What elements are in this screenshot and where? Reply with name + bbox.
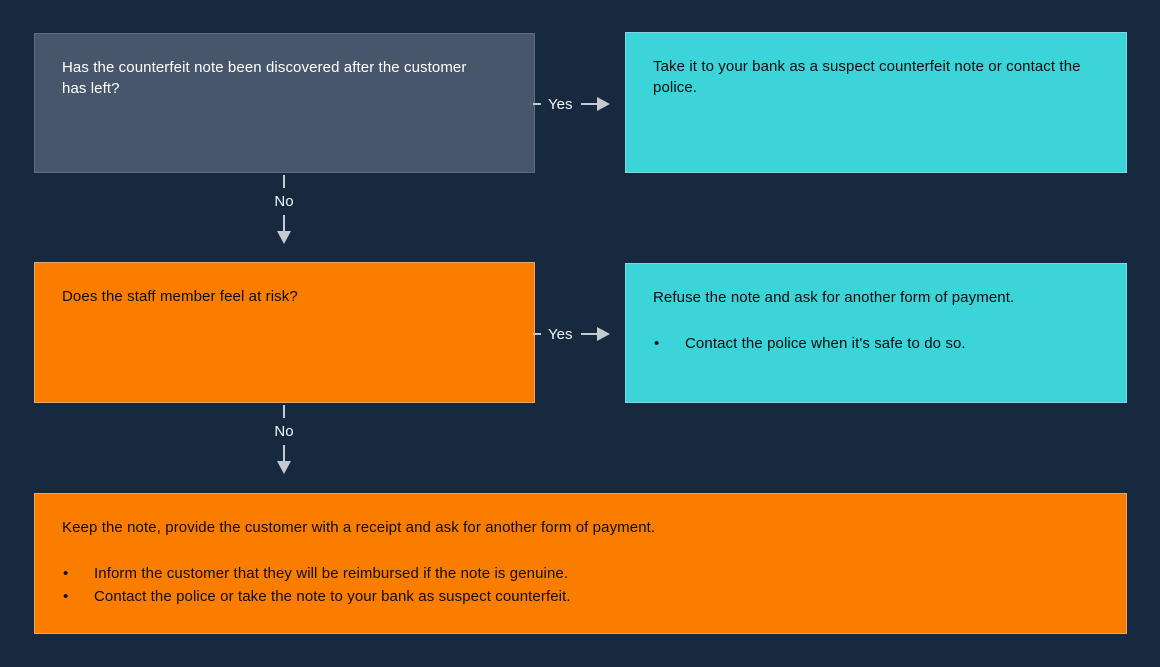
bullet-item: Inform the customer that they will be re… [62,562,1086,585]
bullet-item: Contact the police when it's safe to do … [653,332,1086,355]
connector-shaft [283,215,285,231]
connector-shaft [581,103,598,105]
connector-no-middle: No [260,405,308,474]
question-text: Does the staff member feel at risk? [62,288,298,305]
connector-label-no: No [274,423,294,440]
outcome-text: Take it to your bank as a suspect counte… [653,58,1081,96]
connector-label-yes: Yes [548,95,573,113]
connector-yes-top: Yes [533,95,611,113]
connector-label-yes: Yes [548,325,573,343]
outcome-bullet-list: Inform the customer that they will be re… [62,562,1086,608]
connector-tick [283,405,285,418]
arrow-down-icon [277,231,291,244]
question-text: Has the counterfeit note been discovered… [62,59,467,97]
connector-shaft [581,333,598,335]
connector-tick [283,175,285,188]
outcome-box-keep-note: Keep the note, provide the customer with… [34,493,1127,634]
question-box-counterfeit-discovered: Has the counterfeit note been discovered… [34,33,535,173]
arrow-down-icon [277,461,291,474]
connector-shaft [283,445,285,461]
bullet-item: Contact the police or take the note to y… [62,585,1086,608]
connector-tick [533,333,541,335]
outcome-box-refuse-note: Refuse the note and ask for another form… [625,263,1127,403]
outcome-bullet-list: Contact the police when it's safe to do … [653,332,1086,355]
arrow-right-icon [597,97,611,111]
connector-label-no: No [274,193,294,210]
connector-yes-middle: Yes [533,325,611,343]
question-box-staff-at-risk: Does the staff member feel at risk? [34,262,535,403]
arrow-right-icon [597,327,611,341]
connector-tick [533,103,541,105]
outcome-text: Refuse the note and ask for another form… [653,289,1015,306]
outcome-text: Keep the note, provide the customer with… [62,519,656,536]
connector-no-top: No [260,175,308,244]
outcome-box-take-to-bank: Take it to your bank as a suspect counte… [625,32,1127,173]
